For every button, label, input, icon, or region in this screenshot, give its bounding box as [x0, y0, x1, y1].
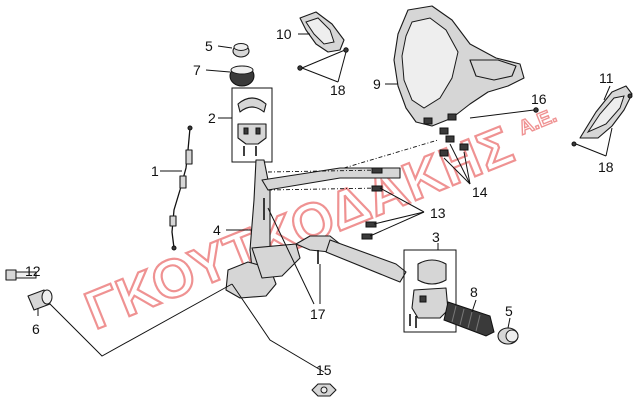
assembly-line-left: [49, 283, 233, 357]
leader-14-3: [443, 157, 471, 185]
dash-line-lower: [267, 187, 381, 191]
leader-18a-2: [337, 51, 347, 83]
leader-18a-1: [301, 67, 339, 83]
part-3-switch-housing: [403, 249, 457, 333]
leader-13-1: [379, 187, 425, 213]
part-9-front-cover: [393, 5, 525, 135]
leader-16: [469, 109, 535, 119]
leader-18b-2: [605, 127, 613, 157]
callout-1: 1: [151, 163, 159, 179]
callout-11: 11: [599, 70, 614, 86]
part-8-grip: [443, 301, 495, 337]
part-12-bolt: [5, 269, 37, 281]
part-5-bar-end: [497, 327, 519, 345]
leader-14-2: [463, 151, 471, 185]
part-17-bolts: [263, 198, 319, 264]
leader-13-3: [369, 211, 425, 237]
callout-5b: 5: [505, 303, 513, 319]
part-10-cover: [297, 11, 349, 71]
leader-17-1: [267, 207, 315, 305]
part-4-handlebar: [225, 159, 407, 299]
callout-3: 3: [432, 229, 440, 245]
callout-14: 14: [472, 184, 488, 200]
leader-11: [603, 85, 611, 101]
part-11-side-cover: [571, 85, 633, 147]
callout-5a: 5: [205, 38, 213, 54]
callout-2: 2: [208, 110, 216, 126]
callout-12: 12: [25, 263, 41, 279]
callout-18a: 18: [330, 82, 346, 98]
part-7-rubber: [229, 65, 255, 87]
leader-8: [471, 299, 477, 313]
callout-17: 17: [310, 306, 326, 322]
callout-13: 13: [430, 205, 446, 221]
assembly-line-bottom: [231, 283, 325, 373]
leader-14-1: [449, 143, 471, 185]
callout-6: 6: [32, 321, 40, 337]
leader-7: [205, 69, 231, 73]
dash-line-upper: [267, 169, 381, 173]
callout-7: 7: [193, 62, 201, 78]
part-5-cap: [232, 43, 250, 58]
callout-18b: 18: [598, 159, 614, 175]
leader-5b: [507, 317, 511, 329]
part-1-cable: [169, 125, 193, 251]
part-2-clamp: [231, 87, 273, 163]
callout-16: 16: [531, 91, 547, 107]
callout-4: 4: [213, 222, 221, 238]
leader-5a: [217, 45, 233, 49]
callout-15: 15: [316, 362, 332, 378]
part-14-clips: [439, 135, 469, 157]
dash-line-diag: [343, 139, 439, 169]
part-13-screws: [361, 167, 383, 240]
callout-10: 10: [276, 26, 292, 42]
leader-18b-1: [575, 143, 607, 157]
callout-9: 9: [373, 76, 381, 92]
part-15-nut: [311, 383, 337, 397]
callout-labels: 1 2 3 4 5 5 6 7 8 9 10 11 12 13 14 15 16…: [25, 26, 614, 378]
callout-8: 8: [470, 284, 478, 300]
leader-13-2: [373, 211, 425, 225]
part-6-sleeve: [27, 289, 53, 311]
